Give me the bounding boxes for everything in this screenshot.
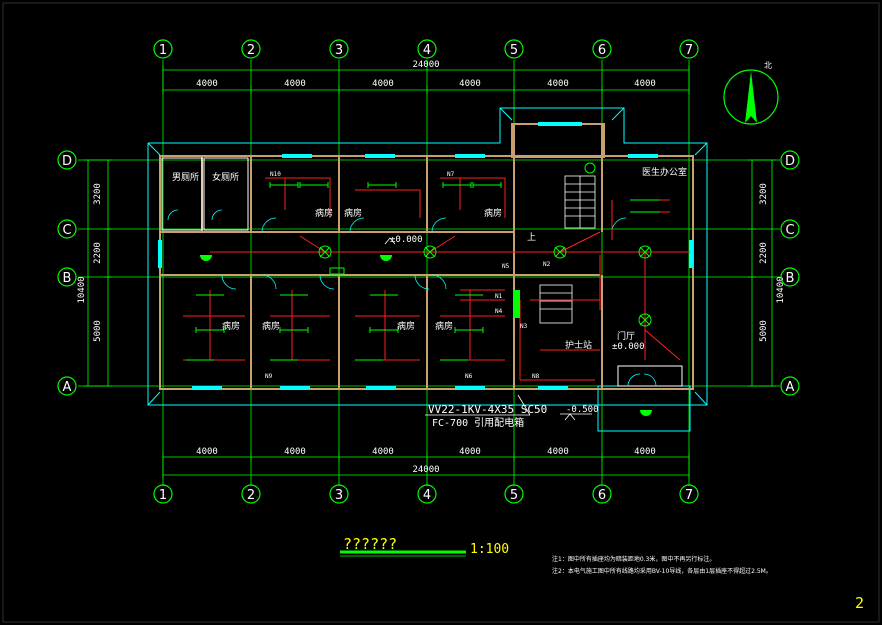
row-dim-left-2: 2200 [93,242,103,264]
circuit-tag-n3: N3 [520,323,528,330]
row-dim-right-3: 5000 [759,320,769,342]
total-depth-left: 10400 [77,276,87,303]
total-width-bottom: 24000 [412,465,439,475]
axis-label-right-A: A [786,380,795,395]
bay-dim-bottom-1: 4000 [196,447,218,457]
axis-label-bottom-3: 3 [335,488,343,503]
axis-label-bottom-4: 4 [423,488,431,503]
level-markers [384,237,592,421]
stair-up-label: 上 [527,232,536,243]
bay-dim-top-1: 4000 [196,79,218,89]
circuit-tag-n4: N4 [495,308,503,315]
axis-label-left-A: A [63,380,72,395]
socket-marks [200,255,652,416]
axis-label-bottom-2: 2 [247,488,255,503]
axis-label-top-7: 7 [685,43,693,58]
room-label-nurse-station: 护士站 [565,339,592,351]
bay-dim-bottom-2: 4000 [284,447,306,457]
row-dim-left-1: 3200 [93,183,103,205]
axis-label-right-D: D [785,154,795,169]
grid-lines [78,60,780,486]
bay-dim-top-2: 4000 [284,79,306,89]
bay-dim-bottom-6: 4000 [634,447,656,457]
bottom-dimensions [162,453,690,479]
stair [539,175,596,324]
room-label-ward-2: 病房 [344,207,362,219]
bay-dim-top-5: 4000 [547,79,569,89]
room-label-ward-7: 病房 [435,320,453,332]
bay-dim-bottom-5: 4000 [547,447,569,457]
axis-label-right-C: C [785,223,794,238]
room-label-ward-3: 病房 [484,207,502,219]
axis-label-top-2: 2 [247,43,255,58]
axis-label-top-1: 1 [159,43,167,58]
bay-dim-top-4: 4000 [459,79,481,89]
axis-label-top-5: 5 [510,43,518,58]
room-label-lobby: 门厅 [617,330,635,342]
total-depth-right: 10400 [776,276,786,303]
room-label-doctor-office: 医生办公室 [642,166,687,178]
axis-label-bottom-6: 6 [598,488,606,503]
axis-label-bottom-7: 7 [685,488,693,503]
row-dim-right-1: 3200 [759,183,769,205]
floor-level: ±0.000 [390,235,423,245]
axis-label-top-6: 6 [598,43,606,58]
axis-label-bottom-1: 1 [159,488,167,503]
circuit-tag-n5: N5 [502,263,510,270]
circuit-tag-n10: N10 [270,171,281,178]
room-label-men-wc: 男厕所 [172,172,199,183]
axis-label-top-3: 3 [335,43,343,58]
room-label-ward-1: 病房 [315,207,333,219]
row-bubbles [57,150,800,396]
row-dim-right-2: 2200 [759,242,769,264]
bay-dim-bottom-3: 4000 [372,447,394,457]
feeder-leader [425,394,531,416]
circuit-tag-n8: N8 [532,373,540,380]
bay-dim-top-6: 4000 [634,79,656,89]
note-1: 注1：图中所有插座均为暗装距地0.3米，图中不再另行标注。 [552,555,715,563]
room-label-ward-4: 病房 [222,320,240,332]
circuit-tag-n2: N2 [543,261,551,268]
light-fixtures [186,162,660,361]
axis-label-bottom-5: 5 [510,488,518,503]
outdoor-level: -0.500 [566,405,599,415]
room-label-ward-5: 病房 [262,320,280,332]
north-label: 北 [764,61,772,70]
drawing-scale: 1:100 [470,542,509,557]
axis-label-left-D: D [62,154,72,169]
axis-label-left-C: C [62,223,71,238]
room-label-women-wc: 女厕所 [212,171,239,183]
feeder-panel-label: FC-700 引用配电箱 [432,416,524,429]
circuit-tag-n1: N1 [495,293,503,300]
side-dimensions [84,159,776,387]
sheet-number: 2 [855,594,864,612]
axis-label-top-4: 4 [423,43,431,58]
total-width-top: 24000 [412,60,439,70]
feeder-cable-label: VV22-1KV-4X35 SC50 [428,403,547,416]
note-2: 注2：本电气施工图中所有线路均采用BV-10导线，各层由1层插座不得超过2.5M… [552,567,772,575]
walls [159,123,694,390]
circuit-tag-n7: N7 [447,171,455,178]
row-dim-left-3: 5000 [93,320,103,342]
column-bubbles-bottom [153,484,699,504]
room-label-ward-6: 病房 [397,320,415,332]
north-arrow-icon: 北 [723,61,779,125]
axis-label-right-B: B [786,271,795,286]
windows [158,122,693,390]
bay-dim-top-3: 4000 [372,79,394,89]
circuit-tag-n9: N9 [265,373,273,380]
top-dimensions [162,66,690,94]
door-swings [167,209,657,387]
lobby-level: ±0.000 [612,342,645,352]
circuit-tag-n6: N6 [465,373,473,380]
drawing-title: ?????? [343,535,397,553]
column-bubbles-top [153,39,699,59]
bay-dim-bottom-4: 4000 [459,447,481,457]
axis-label-left-B: B [63,271,72,286]
